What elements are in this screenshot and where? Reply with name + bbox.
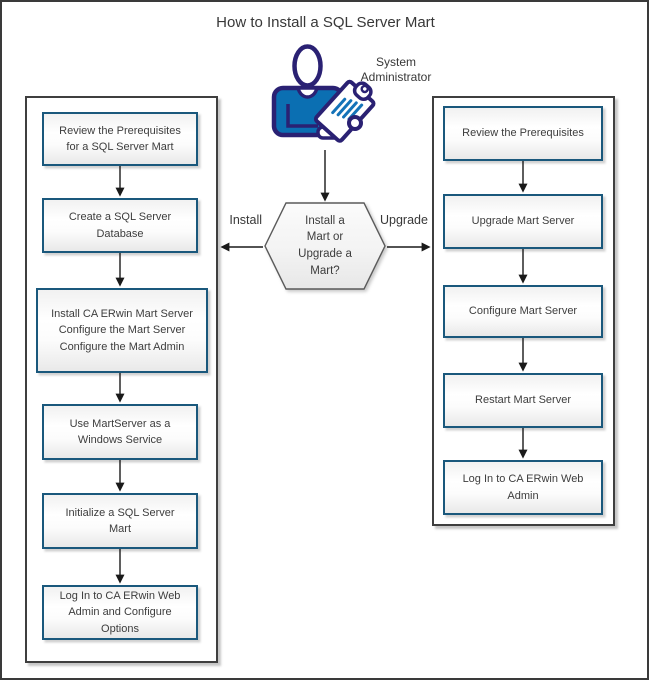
clipboard-ring <box>347 115 363 131</box>
install-step-initialize-mart: Initialize a SQL Server Mart <box>42 493 198 549</box>
actor-head <box>292 44 323 88</box>
actor-arm <box>286 104 318 128</box>
install-step-windows-service: Use MartServer as a Windows Service <box>42 404 198 460</box>
upgrade-step-review-prerequisites: Review the Prerequisites <box>443 106 603 161</box>
branch-label-upgrade: Upgrade <box>380 213 428 227</box>
upgrade-step-restart-mart-server: Restart Mart Server <box>443 373 603 428</box>
install-step-install-mart-server: Install CA ERwin Mart Server Configure t… <box>36 288 208 373</box>
install-step-review-prerequisites: Review the Prerequisites for a SQL Serve… <box>42 112 198 166</box>
actor-collar <box>295 86 320 99</box>
upgrade-step-configure-mart-server: Configure Mart Server <box>443 285 603 338</box>
install-step-log-in-web-admin: Log In to CA ERwin Web Admin and Configu… <box>42 585 198 640</box>
page-title: How to Install a SQL Server Mart <box>216 14 435 31</box>
install-step-create-database: Create a SQL Server Database <box>42 198 198 253</box>
decision-question: Install a Mart or Upgrade a Mart? <box>298 214 352 277</box>
system-administrator-icon <box>271 44 376 143</box>
upgrade-step-log-in-web-admin: Log In to CA ERwin Web Admin <box>443 460 603 515</box>
actor-label: System Administrator <box>360 55 432 84</box>
decision-hexagon <box>264 202 386 290</box>
install-path-container <box>25 96 218 663</box>
upgrade-step-upgrade-mart-server: Upgrade Mart Server <box>443 194 603 249</box>
branch-label-install: Install <box>229 213 262 227</box>
